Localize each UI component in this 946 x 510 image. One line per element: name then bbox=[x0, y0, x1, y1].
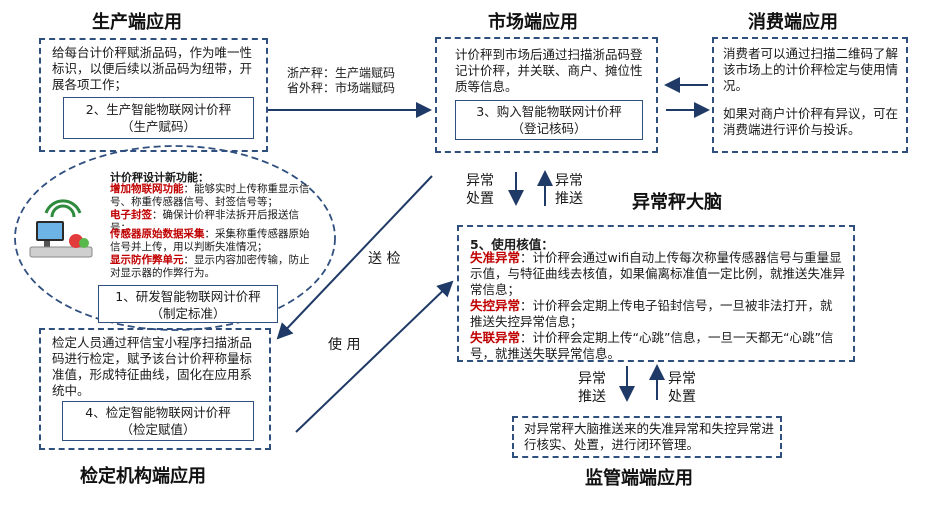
market-desc: 计价秤到市场后通过扫描浙品码登记计价秤，并关联、商户、摊位性质等信息。 bbox=[455, 47, 643, 94]
consumer-desc1: 消费者可以通过扫描二维码了解该市场上的计价秤检定与使用情况。 bbox=[723, 46, 899, 93]
arrow-use bbox=[295, 280, 454, 433]
design-step-box: 1、研发智能物联网计价秤 （制定标准） bbox=[98, 285, 278, 323]
inspection-step-line1: 4、检定智能物联网计价秤 bbox=[85, 405, 231, 420]
design-item-3-text: ：采集称重传感器原始信号并上传，用以判断失准情况； bbox=[110, 228, 310, 253]
inspection-step-line2: （检定赋值） bbox=[120, 422, 196, 437]
inspection-title: 检定机构端应用 bbox=[80, 466, 206, 487]
design-item-1-text: ：能够实时上传称重显示信号、称重传感器信号、封签信号等； bbox=[110, 183, 310, 208]
brain-panel bbox=[457, 225, 855, 362]
brain-title: 异常秤大脑 bbox=[632, 192, 722, 213]
producer-step-line1: 2、生产智能物联网计价秤 bbox=[85, 102, 232, 117]
design-item-1-title: 增加物联网功能 bbox=[110, 183, 184, 195]
label-market-handle: 异常处置 bbox=[466, 173, 494, 207]
brain-item-1-text: ：计价秤会通过wifi自动上传每次称量传感器信号与重量显示值，与特征曲线去核值，… bbox=[470, 250, 846, 297]
brain-item-3: 失联异常：计价秤会定期上传“心跳”信息，一旦一天都无“心跳”信号，就推送失联异常… bbox=[470, 330, 845, 362]
producer-step-box: 2、生产智能物联网计价秤 （生产赋码） bbox=[63, 97, 254, 139]
producer-step-line2: （生产赋码） bbox=[120, 119, 196, 134]
consumer-panel bbox=[712, 37, 908, 153]
market-step-line2: （登记核码） bbox=[511, 121, 587, 136]
brain-item-2: 失控异常：计价秤会定期上传电子铅封信号，一旦被非法打开，就推送失控异常信息； bbox=[470, 298, 845, 330]
design-item-2-text: ：确保计价秤非法拆开后报送信号； bbox=[110, 209, 299, 234]
inspection-step-box: 4、检定智能物联网计价秤 （检定赋值） bbox=[62, 401, 254, 441]
brain-item-3-text: ：计价秤会定期上传“心跳”信息，一旦一天都无“心跳”信号，就推送失联异常信息。 bbox=[470, 330, 834, 361]
design-item-3-title: 传感器原始数据采集 bbox=[110, 228, 205, 240]
design-step-line1: 1、研发智能物联网计价秤 bbox=[115, 289, 261, 304]
supervision-desc: 对异常秤大脑推送来的失准异常和失控异常进行核实、处置，进行闭环管理。 bbox=[524, 421, 775, 452]
design-step-line2: （制定标准） bbox=[150, 306, 226, 321]
market-panel bbox=[435, 37, 658, 153]
label-use: 使 用 bbox=[328, 337, 361, 353]
design-item-4-text: ：显示内容加密传输，防止对显示器的作弊行为。 bbox=[110, 254, 310, 279]
design-heading: 计价秤设计新功能： bbox=[110, 171, 209, 184]
label-send-inspect: 送 检 bbox=[368, 251, 401, 267]
design-item-2-title: 电子封签 bbox=[110, 209, 152, 221]
brain-item-2-text: ：计价秤会定期上传电子铅封信号，一旦被非法打开，就推送失控异常信息； bbox=[470, 298, 833, 329]
brain-heading: 5、使用核值： bbox=[470, 237, 554, 252]
brain-item-2-title: 失控异常 bbox=[470, 298, 521, 313]
brain-item-3-title: 失联异常 bbox=[470, 330, 521, 345]
design-item-2: 电子封签：确保计价秤非法拆开后报送信号； bbox=[110, 209, 310, 235]
market-step-line1: 3、购入智能物联网计价秤 bbox=[476, 104, 622, 119]
label-brain-push: 异常推送 bbox=[578, 371, 606, 405]
supervision-panel bbox=[512, 416, 782, 458]
brain-item-1: 失准异常：计价秤会通过wifi自动上传每次称量传感器信号与重量显示值，与特征曲线… bbox=[470, 250, 845, 298]
brain-item-1-title: 失准异常 bbox=[470, 250, 521, 265]
design-item-1: 增加物联网功能：能够实时上传称重显示信号、称重传感器信号、封签信号等； bbox=[110, 183, 310, 209]
inspection-panel bbox=[39, 328, 271, 450]
supervision-title: 监管端端应用 bbox=[585, 468, 693, 489]
smart-scale-icon bbox=[29, 199, 93, 258]
producer-title: 生产端应用 bbox=[92, 12, 182, 33]
consumer-desc2: 如果对商户计价秤有异议，可在消费端进行评价与投诉。 bbox=[723, 106, 899, 137]
design-item-4: 显示防作弊单元：显示内容加密传输，防止对显示器的作弊行为。 bbox=[110, 254, 310, 280]
market-step-box: 3、购入智能物联网计价秤 （登记核码） bbox=[455, 100, 643, 140]
design-item-3: 传感器原始数据采集：采集称重传感器原始信号并上传，用以判断失准情况； bbox=[110, 228, 310, 254]
market-title: 市场端应用 bbox=[488, 12, 578, 33]
label-supervision-handle: 异常处置 bbox=[668, 371, 696, 405]
label-market-push: 异常推送 bbox=[555, 173, 583, 207]
design-item-4-title: 显示防作弊单元 bbox=[110, 254, 184, 266]
inspection-desc: 检定人员通过秤信宝小程序扫描浙品码进行检定，赋予该台计价秤称量标准值，形成特征曲… bbox=[52, 335, 253, 398]
scale-note-line1: 浙产秤：生产端赋码 bbox=[287, 66, 396, 80]
consumer-title: 消费端应用 bbox=[748, 12, 838, 33]
scale-note-line2: 省外秤：市场端赋码 bbox=[287, 81, 396, 95]
producer-desc: 给每台计价秤赋浙品码，作为唯一性标识，以便后续以浙品码为纽带，开展各项工作； bbox=[52, 45, 253, 92]
